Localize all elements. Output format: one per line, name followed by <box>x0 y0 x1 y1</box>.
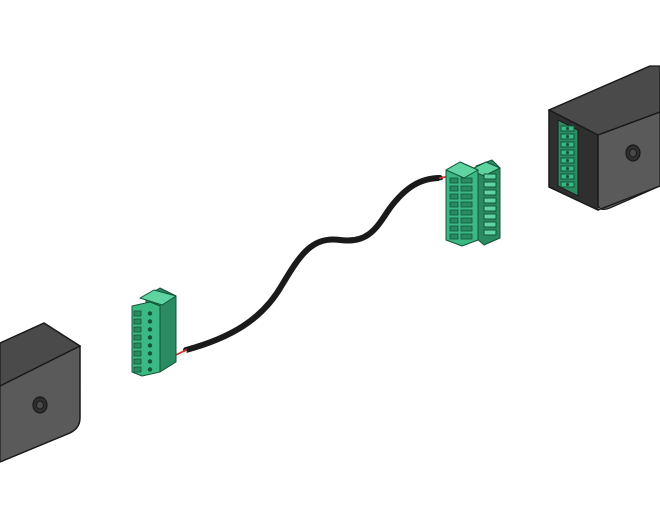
right-plug-rear-rib <box>483 197 497 204</box>
right-plug-rear-rib <box>483 181 497 188</box>
right-plug-screw-slot <box>460 233 473 240</box>
right-plug-rear-rib <box>483 205 497 212</box>
left-plug-wire-entry <box>133 366 142 373</box>
left-device-housing <box>0 322 82 463</box>
right-socket-pin-hole <box>565 126 570 131</box>
left-plug-screw-head <box>147 351 153 356</box>
right-socket-pin-hole <box>565 134 570 139</box>
right-plug-screw-slot <box>460 209 473 216</box>
left-plug-wire-entry <box>133 318 142 325</box>
left-housing-edge <box>0 322 81 463</box>
left-plug-screw-head <box>147 319 153 324</box>
right-plug-wire-entry <box>449 233 459 240</box>
right-plug-wire-entry <box>449 185 459 192</box>
left-plug-screw-head <box>147 343 153 348</box>
right-plug-rear-rib <box>483 213 497 220</box>
right-plug-screw-slot <box>460 225 473 232</box>
right-plug-rear-rib <box>483 173 497 180</box>
right-socket-pin-hole <box>565 182 570 187</box>
right-plug-screw-slot <box>460 177 473 184</box>
left-plug-pin-openings <box>133 310 153 373</box>
right-plug-screw-slot <box>460 201 473 208</box>
right-socket-pin-hole <box>565 158 570 163</box>
right-plug-screw-terminals <box>449 173 497 240</box>
right-socket-pin-hole <box>565 150 570 155</box>
right-housing-front-face <box>597 111 660 211</box>
left-plug-wire-entry <box>133 326 142 333</box>
left-plug-wire-entry <box>133 350 142 357</box>
right-housing-edge <box>548 65 660 211</box>
right-plug-screw-slot <box>460 185 473 192</box>
right-terminal-plug <box>445 159 501 247</box>
right-socket-pin-hole <box>565 174 570 179</box>
right-housing-socket-pins <box>560 125 575 188</box>
right-plug-rear-rib <box>483 189 497 196</box>
right-plug-wire-entry <box>449 177 459 184</box>
right-plug-wire-entry <box>449 209 459 216</box>
left-plug-wire-entry <box>133 342 142 349</box>
right-socket-pin-hole <box>565 142 570 147</box>
right-plug-wire-entry <box>449 225 459 232</box>
right-plug-rear-rib <box>483 229 497 236</box>
right-device-housing <box>547 65 660 211</box>
right-socket-pin-hole <box>565 166 570 171</box>
left-plug-screw-head <box>147 311 153 316</box>
right-plug-screw-slot <box>460 193 473 200</box>
right-plug-screw-slot <box>460 217 473 224</box>
left-plug-screw-head <box>147 359 153 364</box>
left-plug-screw-head <box>147 367 153 372</box>
right-plug-wire-entry <box>449 217 459 224</box>
left-housing-crease <box>0 345 81 387</box>
cable-jacket <box>183 175 443 353</box>
right-plug-rear-rib <box>483 221 497 228</box>
left-housing-screw-hole-inner <box>36 400 44 410</box>
left-terminal-plug <box>131 287 177 377</box>
right-housing-screw-hole-inner <box>629 148 637 158</box>
left-plug-wire-entry <box>133 310 142 317</box>
left-plug-wire-entry <box>133 358 142 365</box>
cable-assembly <box>173 175 452 361</box>
right-plug-body-top <box>445 161 479 179</box>
left-plug-top <box>139 289 177 306</box>
left-plug-wire-entry <box>133 334 142 341</box>
left-plug-screw-head <box>147 327 153 332</box>
right-plug-wire-entry <box>449 193 459 200</box>
right-plug-wire-entry <box>449 201 459 208</box>
left-plug-screw-head <box>147 335 153 340</box>
